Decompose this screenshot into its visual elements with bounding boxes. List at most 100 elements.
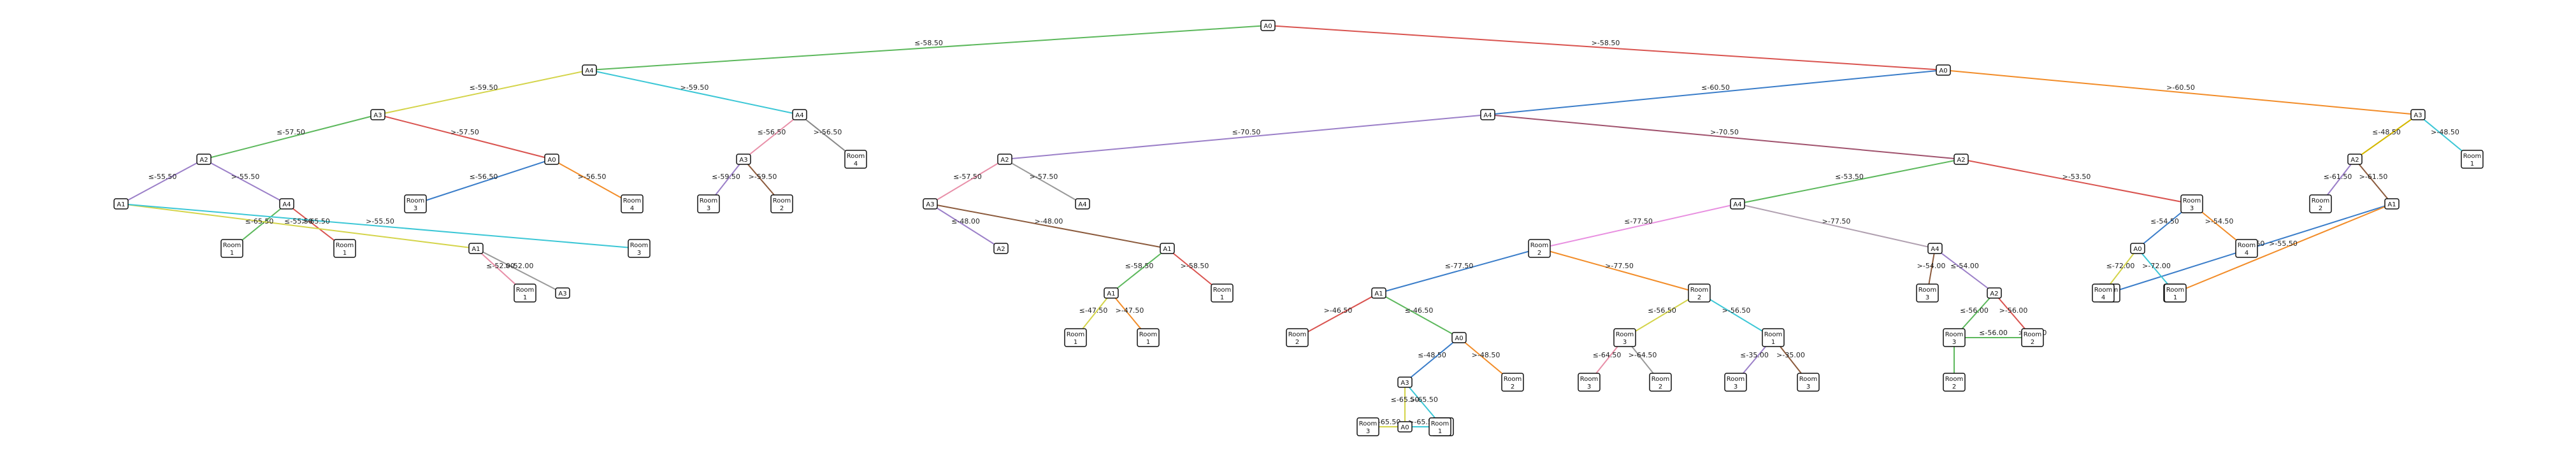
split-node-label: A0: [547, 157, 556, 164]
leaf-node-label: Room: [1213, 287, 1231, 294]
edge-threshold-label: >-48.50: [2431, 128, 2459, 136]
leaf-node-label: Room: [2463, 153, 2481, 160]
leaf-node-value: 2: [1537, 250, 1541, 257]
edge-threshold-label: >-47.50: [1116, 306, 1144, 315]
leaf-node-value: 1: [1074, 339, 1077, 346]
leaf-node-value: 4: [854, 161, 858, 168]
edge-threshold-label: ≤-58.50: [914, 39, 943, 47]
split-node-box: [544, 154, 559, 165]
edge-threshold-label: ≤-65.50: [245, 217, 274, 226]
tree-edge: [930, 159, 1005, 204]
edge-threshold-label: >-46.50: [1324, 306, 1353, 315]
edge-threshold-label: ≤-48.50: [2372, 128, 2401, 136]
leaf-node-box: [1943, 328, 1966, 347]
edge-threshold-label: >-56.50: [578, 173, 607, 181]
tree-edge: [415, 159, 552, 204]
leaf-node-value: 1: [523, 294, 527, 301]
split-node-label: A1: [2387, 201, 2396, 208]
leaf-node-label: Room: [1288, 331, 1306, 338]
split-node-label: A1: [471, 246, 480, 253]
split-node-label: A4: [1078, 201, 1086, 208]
split-node-box: [1936, 64, 1951, 76]
split-node-label: A0: [1939, 68, 1947, 75]
edge-threshold-label: ≤-52.00: [486, 262, 515, 270]
leaf-node-label: Room: [1431, 420, 1449, 427]
leaf-node-box: [770, 194, 793, 213]
split-node-box: [555, 287, 570, 299]
tree-edge: [203, 114, 378, 160]
split-node-box: [370, 109, 385, 120]
leaf-node-value: 3: [637, 250, 641, 257]
leaf-node-value: 1: [1771, 339, 1775, 346]
edge-threshold-label: ≤-56.50: [470, 173, 498, 181]
split-node-label: A3: [926, 201, 934, 208]
edge-threshold-label: ≤-72.00: [2106, 262, 2135, 270]
leaf-node-label: Room: [1139, 331, 1157, 338]
edge-threshold-label: >-65.50: [301, 217, 330, 226]
split-node: A3: [555, 287, 570, 299]
split-node: A0: [2130, 243, 2145, 254]
tree-edge: [2354, 114, 2419, 160]
edge-threshold-label: ≤-77.50: [1624, 217, 1653, 226]
leaf-node-box: [1797, 373, 1820, 392]
leaf-node-label: Room: [1580, 376, 1598, 383]
split-node: A3: [923, 198, 938, 210]
tree-edge: [120, 159, 205, 204]
tree-edge: [1297, 292, 1379, 338]
edge-threshold-label: >-48.00: [1035, 217, 1063, 226]
tree-edge: [1737, 159, 1962, 204]
leaf-node-label: Room: [2024, 331, 2041, 338]
leaf-node-box: [1688, 283, 1711, 303]
leaf-node-value: 3: [1925, 294, 1929, 301]
split-node: A3: [1397, 376, 1413, 388]
edge-threshold-label: ≤-57.50: [277, 128, 305, 136]
leaf-node-box: [1528, 239, 1551, 258]
split-node: A2: [997, 154, 1012, 165]
split-node-label: A3: [2414, 112, 2422, 119]
split-node-label: A2: [2350, 157, 2359, 164]
split-node: A2: [2347, 154, 2363, 165]
split-node-box: [1260, 20, 1276, 31]
split-node: A3: [2410, 109, 2426, 120]
split-node-box: [923, 198, 938, 210]
split-node: A2: [1987, 287, 2002, 299]
edge-threshold-label: ≤-55.50: [284, 217, 313, 226]
edge-threshold-label: ≤-65.50: [1391, 396, 1420, 404]
edge-threshold-label: >-58.50: [1181, 262, 1209, 270]
tree-edge: [1624, 292, 1700, 338]
edge-threshold-label: ≤-70.50: [1232, 128, 1261, 136]
edge-threshold-label: ≤-56.50: [758, 128, 786, 136]
tree-edge: [1487, 69, 1944, 115]
tree-edge: [2174, 203, 2393, 294]
leaf-node-box: [2235, 239, 2258, 258]
tree-edge: [1378, 292, 1460, 338]
leaf-node-label: Room: [623, 197, 641, 204]
edge-threshold-label: ≤-59.50: [712, 173, 740, 181]
split-node-box: [736, 154, 751, 165]
split-node-label: A3: [558, 290, 566, 297]
leaf-node-label: Room: [223, 242, 241, 249]
leaf-node-box: [1356, 417, 1379, 436]
edge-threshold-label: >-58.50: [1592, 39, 1620, 47]
tree-edge: [930, 203, 1168, 249]
leaf-node-value: 1: [1438, 428, 1442, 435]
split-node-box: [1730, 198, 1745, 210]
split-node-box: [997, 154, 1012, 165]
leaf-node-box: [1501, 373, 1524, 392]
leaf-node-box: [621, 194, 644, 213]
leaf-node-label: Room: [1727, 376, 1745, 383]
leaf-node-value: 3: [1587, 383, 1591, 390]
split-node: A4: [1480, 109, 1495, 120]
split-node-label: A4: [1931, 246, 1939, 253]
split-node: A1: [2384, 198, 2400, 210]
